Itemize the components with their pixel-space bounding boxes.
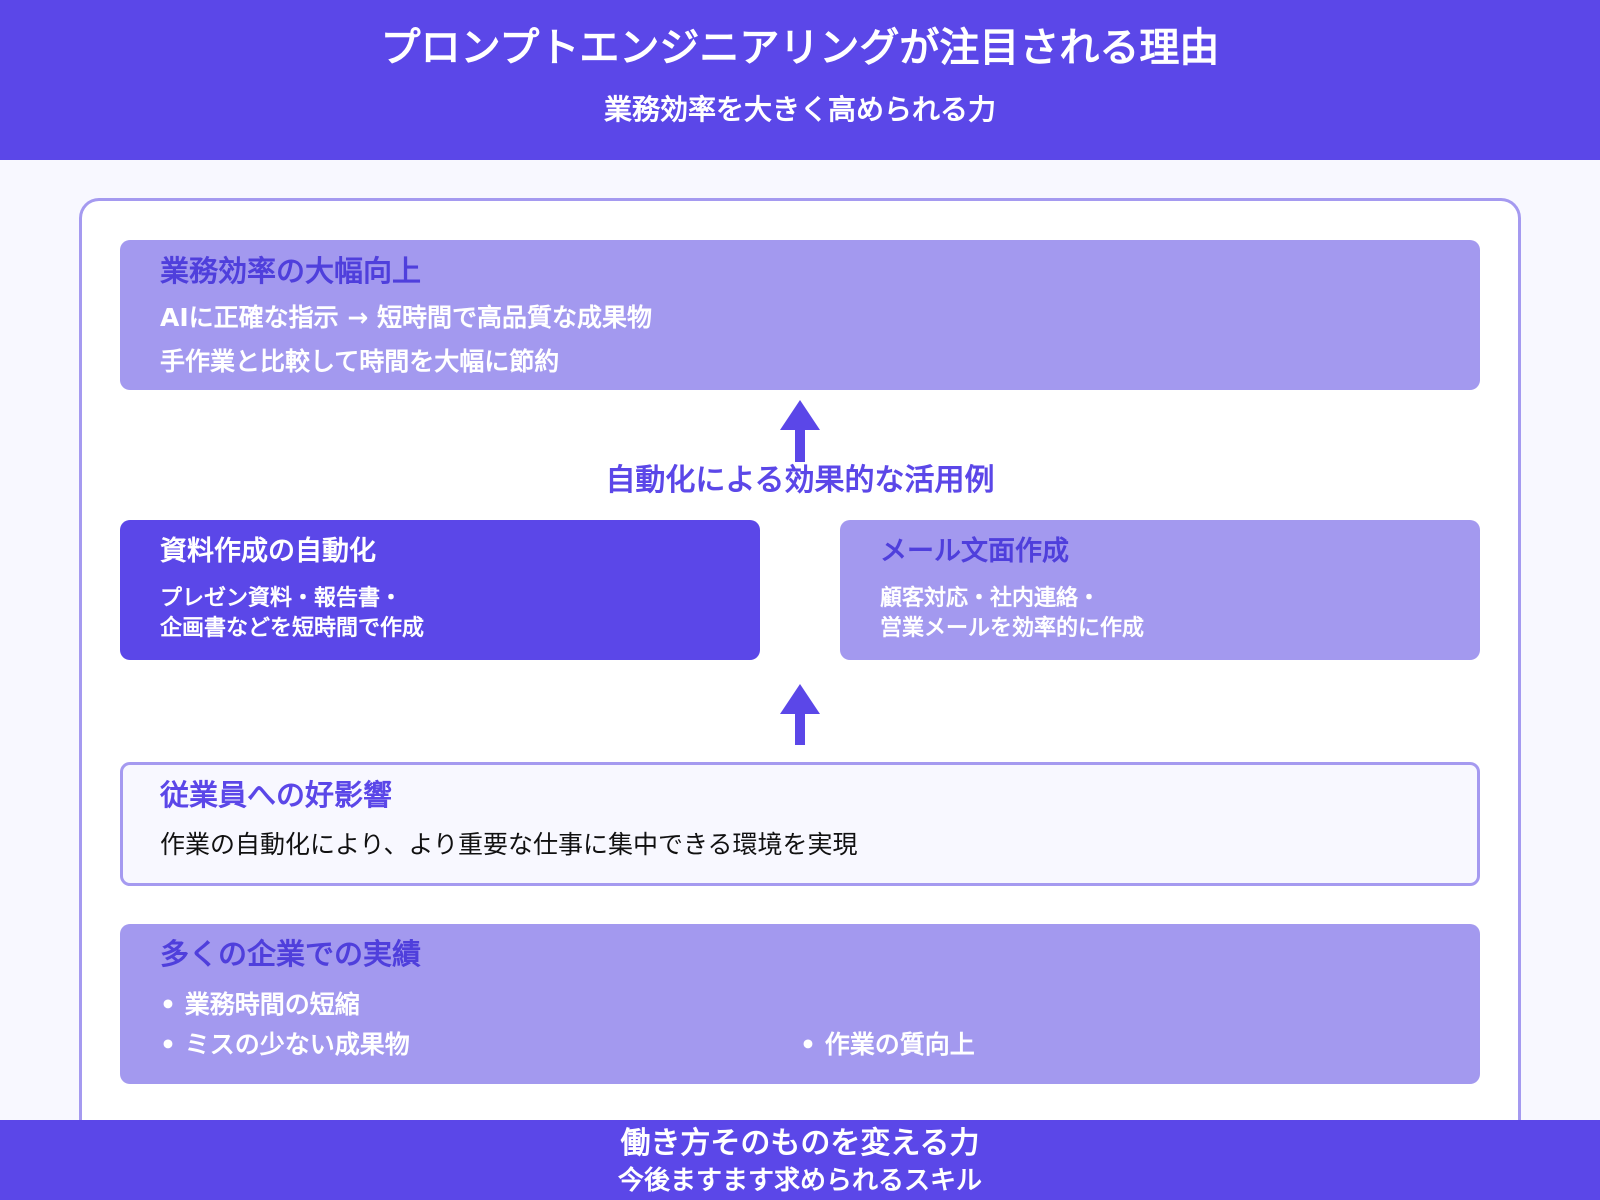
footer-line-1: 働き方そのものを変える力 [620,1126,980,1161]
examples-label: 自動化による効果的な活用例 [605,463,995,498]
achievement-item: ミスの少ない成果物 [160,1028,800,1062]
achievement-item: 作業の質向上 [800,1028,1440,1062]
page-title: プロンプトエンジニアリングが注目される理由 [380,25,1220,71]
arrow-up-icon [780,400,820,462]
example-line-email-2: 営業メールを効率的に作成 [880,616,1145,641]
example-card-documents [120,520,760,660]
header-banner: プロンプトエンジニアリングが注目される理由 業務効率を大きく高められる力 [0,0,1600,160]
employees-card [120,762,1480,886]
efficiency-line-1: AIに正確な指示 → 短時間で高品質な成果物 [160,303,653,332]
employees-body: 作業の自動化により、より重要な仕事に集中できる環境を実現 [160,830,858,859]
example-line-documents-2: 企画書などを短時間で作成 [160,616,425,641]
achievement-item: 業務時間の短縮 [160,988,800,1022]
footer-line-2: 今後ますます求められるスキル [617,1166,982,1196]
example-title-documents: 資料作成の自動化 [160,536,376,567]
example-line-documents-1: プレゼン資料・報告書・ [160,586,403,611]
employees-title: 従業員への好影響 [160,778,393,812]
achievements-title: 多くの企業での実績 [160,937,422,971]
example-card-email [840,520,1480,660]
page-subtitle: 業務効率を大きく高められる力 [603,93,996,126]
arrow-up-icon [780,684,820,745]
example-line-email-1: 顧客対応・社内連絡・ [880,586,1101,611]
efficiency-card [120,240,1480,390]
example-title-email: メール文面作成 [880,536,1069,567]
efficiency-title: 業務効率の大幅向上 [160,254,422,288]
footer-banner: 働き方そのものを変える力 今後ますます求められるスキル [0,1120,1600,1200]
achievements-list: 業務時間の短縮 ミスの少ない成果物 作業の質向上 [160,988,1440,1062]
efficiency-line-2: 手作業と比較して時間を大幅に節約 [160,347,560,376]
